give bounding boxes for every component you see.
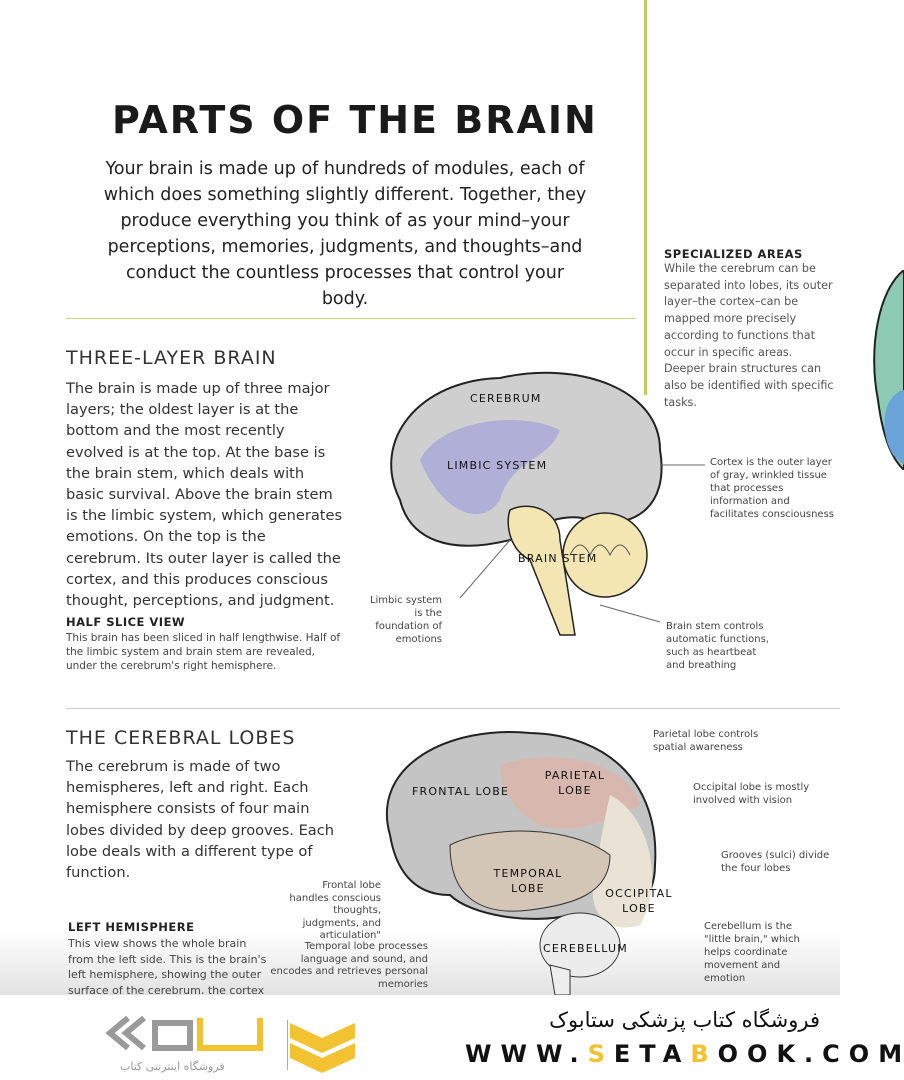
label-cerebrum: CEREBRUM	[470, 392, 542, 405]
website-url: WWW.SETABOOK.COM	[465, 1040, 904, 1068]
specialized-text: While the cerebrum can be separated into…	[664, 262, 834, 409]
left-hemisphere-text: This view shows the whole brain from the…	[68, 937, 267, 994]
url-part: OOK.COM	[717, 1040, 904, 1068]
label-temporal-lobe: TEMPORAL LOBE	[493, 867, 563, 895]
accent-divider	[644, 0, 647, 395]
url-part: WWW.	[465, 1040, 588, 1068]
divider	[66, 318, 636, 319]
specialized-areas: SPECIALIZED AREAS While the cerebrum can…	[664, 247, 834, 411]
url-part: ETA	[613, 1040, 691, 1068]
note-grooves: Grooves (sulci) divide the four lobes	[721, 850, 830, 874]
label-brain-stem: BRAIN STEM	[518, 552, 598, 565]
label-frontal-lobe: FRONTAL LOBE	[412, 785, 510, 798]
half-slice-text: This brain has been sliced in half lengt…	[66, 632, 341, 672]
note-cortex: Cortex is the outer layer of gray, wrink…	[710, 457, 835, 520]
cerebral-lobes-text: The cerebrum is made of two hemispheres,…	[66, 758, 335, 882]
chevron-logo-icon	[290, 1023, 355, 1073]
note-limbic: Limbic system is the foundation of emoti…	[369, 595, 442, 645]
note-occipital: Occipital lobe is mostly involved with v…	[693, 782, 810, 806]
note-brain-stem: Brain stem controls automatic functions,…	[666, 621, 769, 671]
page-title: PARTS OF THE BRAIN	[112, 98, 598, 142]
cerebral-lobes-heading: THE CEREBRAL LOBES	[66, 727, 296, 749]
store-name: فروشگاه کتاب پزشکی ستابوک	[549, 1008, 820, 1032]
logo-divider	[287, 1020, 288, 1070]
note-cerebellum: Cerebellum is the "little brain," which …	[704, 921, 800, 984]
logo-subtitle: فروشگاه اینترنتی کتاب	[120, 1060, 225, 1073]
left-hemisphere-heading: LEFT HEMISPHERE	[68, 920, 195, 934]
bottom-fade	[0, 930, 840, 995]
footer	[0, 995, 904, 1080]
left-hemisphere-brain-illustration	[385, 731, 657, 995]
note-parietal: Parietal lobe controls spatial awareness	[653, 729, 759, 753]
label-parietal-lobe: PARIETAL LOBE	[544, 769, 606, 797]
half-slice-brain-illustration	[390, 371, 705, 636]
url-part: S	[587, 1040, 614, 1068]
intro-paragraph: Your brain is made up of hundreds of mod…	[103, 159, 587, 309]
label-limbic-system: LIMBIC SYSTEM	[447, 459, 548, 472]
label-cerebellum: CEREBELLUM	[543, 942, 628, 955]
specialized-heading: SPECIALIZED AREAS	[664, 247, 803, 261]
partial-brain-illustration	[873, 270, 904, 470]
note-temporal: Temporal lobe processes language and sou…	[270, 941, 428, 990]
three-layer-text: The brain is made up of three major laye…	[66, 380, 343, 610]
three-layer-heading: THREE-LAYER BRAIN	[66, 347, 277, 369]
divider	[66, 708, 840, 709]
note-frontal: Frontal lobe handles conscious thoughts,…	[289, 880, 381, 941]
setabook-logo	[105, 1015, 263, 1051]
label-occipital-lobe: OCCIPITAL LOBE	[605, 887, 673, 915]
url-part: B	[690, 1040, 718, 1068]
half-slice-heading: HALF SLICE VIEW	[66, 615, 186, 629]
